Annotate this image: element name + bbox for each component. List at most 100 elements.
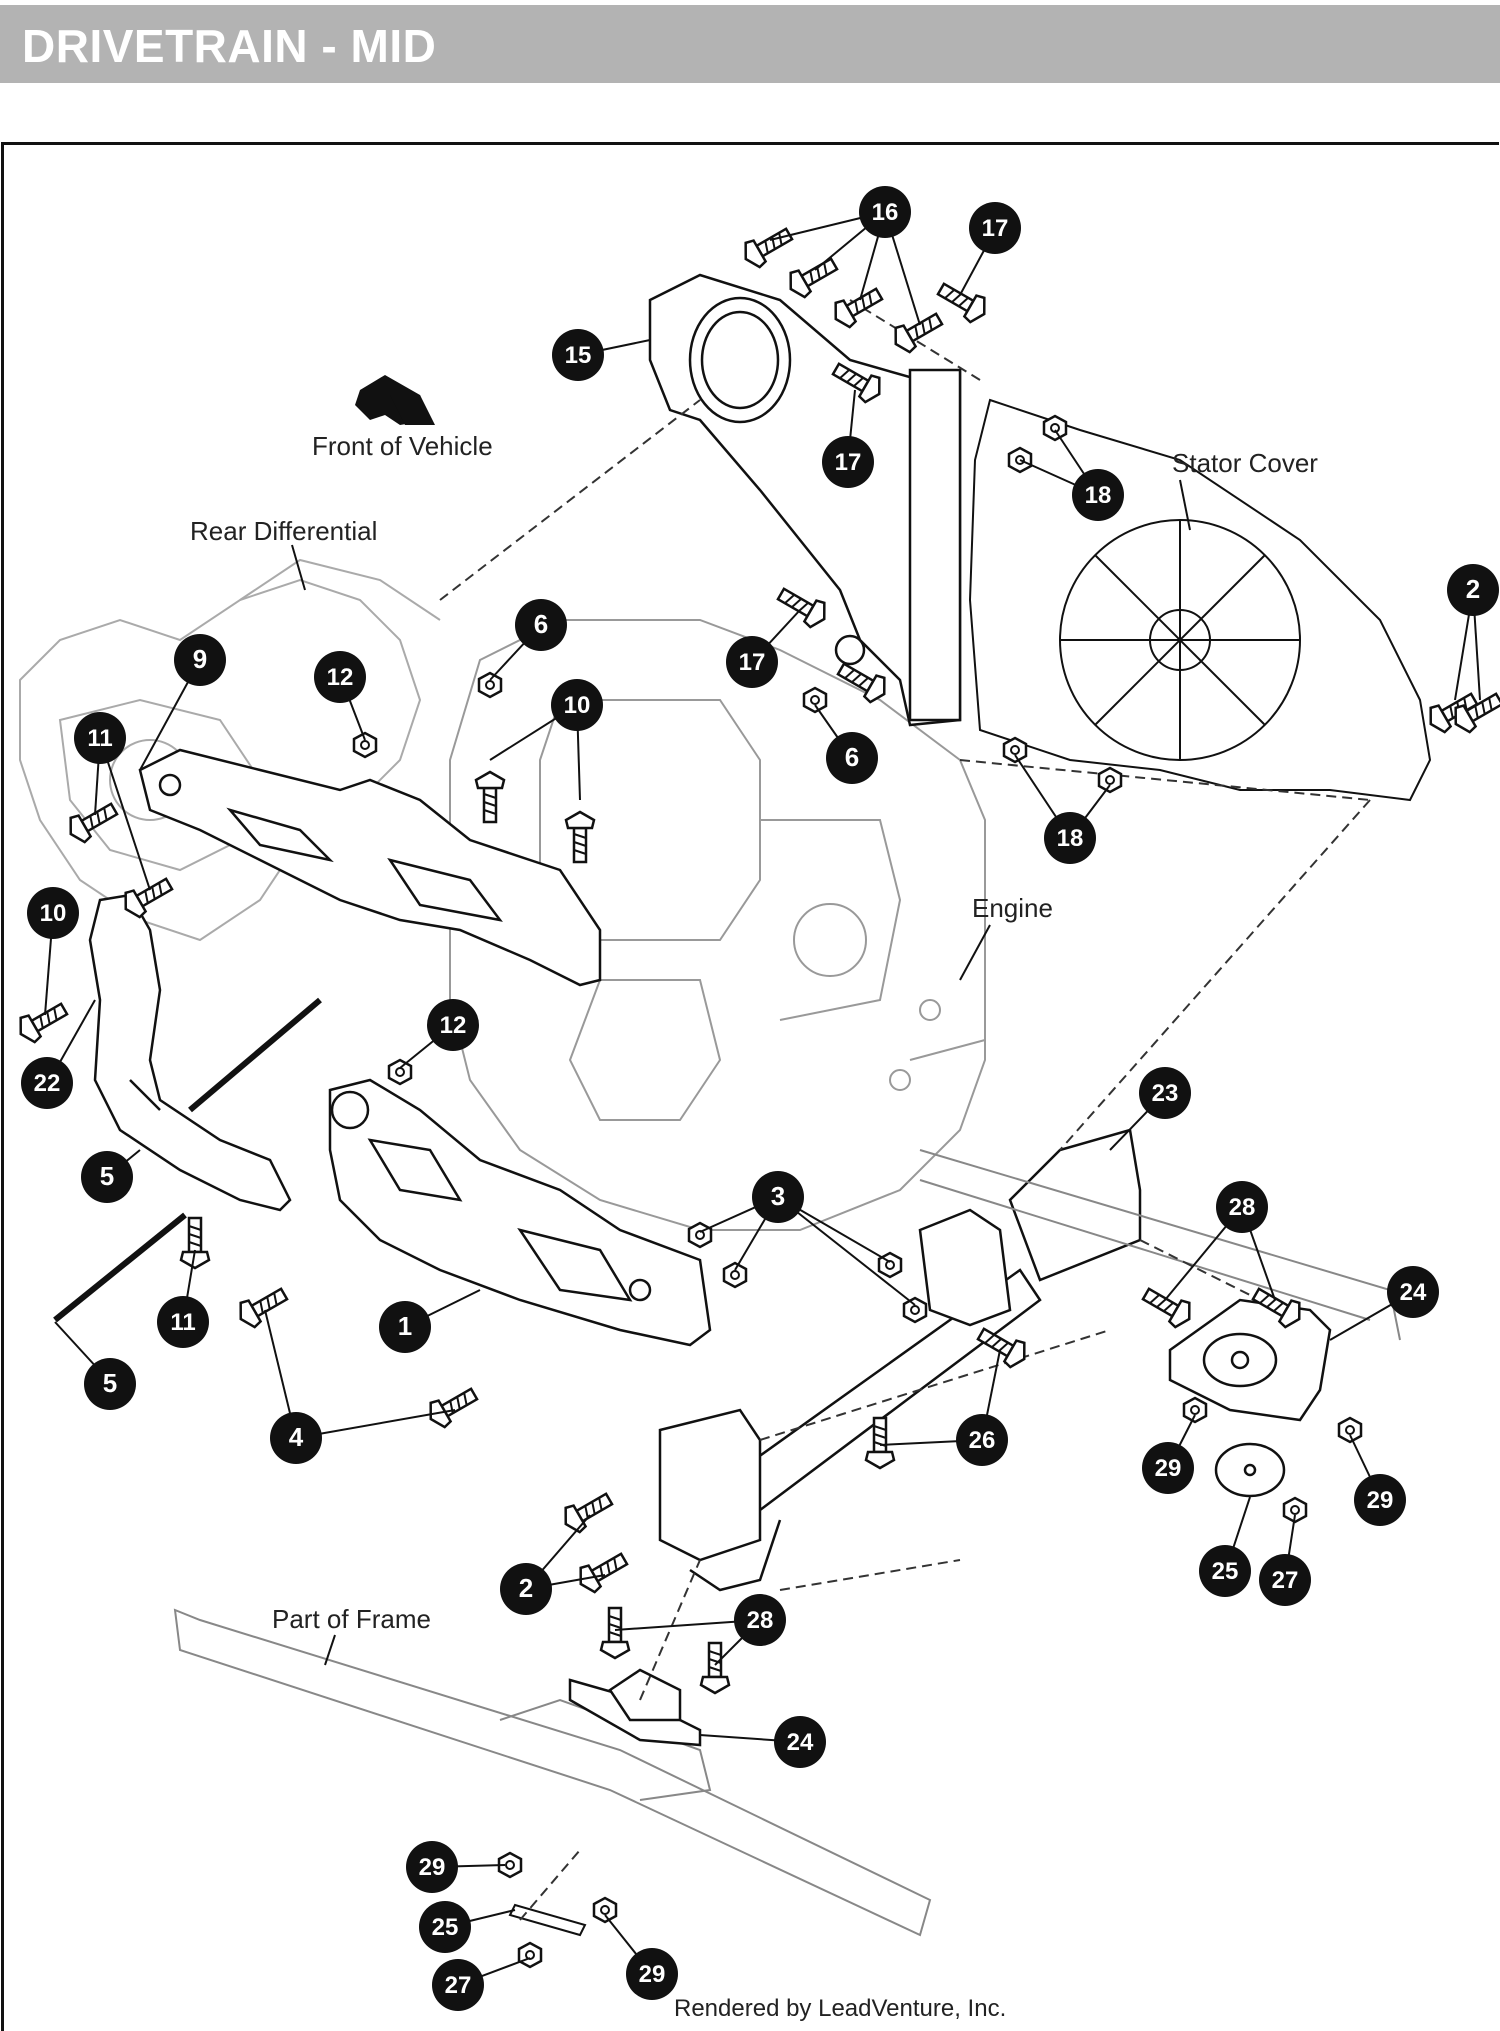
callout-circle: [406, 1841, 458, 1893]
bolt-17-a: [932, 275, 993, 328]
callout-11: 11: [74, 712, 126, 764]
callout-number: 22: [34, 1070, 61, 1097]
callout-circle: [1044, 812, 1096, 864]
callout-circle: [174, 634, 226, 686]
callout-number: 2: [519, 1573, 533, 1603]
callout-number: 15: [565, 342, 592, 369]
bolt-4-a: [232, 1280, 293, 1333]
callout-2: 2: [500, 1563, 552, 1615]
bolt-17-c: [772, 580, 833, 633]
callout-25: 25: [1199, 1545, 1251, 1597]
callout-circle: [726, 636, 778, 688]
page-title: DRIVETRAIN - MID: [22, 20, 437, 72]
callout-circle: [74, 712, 126, 764]
callout-circle: [270, 1412, 322, 1464]
callout-circle: [1387, 1266, 1439, 1318]
callout-5: 5: [81, 1151, 133, 1203]
callout-2: 2: [1447, 564, 1499, 616]
callout-number: 12: [440, 1012, 467, 1039]
bolt-28-a: [599, 1606, 631, 1660]
callout-number: 29: [1367, 1487, 1394, 1514]
callout-circle: [752, 1171, 804, 1223]
bolt-10-c: [12, 995, 73, 1048]
callout-circle: [969, 202, 1021, 254]
callout-circle: [1199, 1545, 1251, 1597]
callout-number: 10: [564, 692, 591, 719]
callout-circle: [626, 1948, 678, 2000]
callout-circle: [515, 599, 567, 651]
callout-number: 27: [1272, 1567, 1299, 1594]
callout-6: 6: [826, 732, 878, 784]
label-engine: Engine: [972, 893, 1053, 923]
bolt-2-d: [572, 1545, 633, 1598]
nut-18-c: [1002, 736, 1028, 764]
callout-circle: [859, 186, 911, 238]
bolt-28-c: [1137, 1280, 1198, 1333]
callout-10: 10: [551, 679, 603, 731]
callout-number: 11: [170, 1309, 195, 1336]
callout-17: 17: [969, 202, 1021, 254]
callout-4: 4: [270, 1412, 322, 1464]
callout-circle: [314, 651, 366, 703]
callout-circle: [822, 436, 874, 488]
callout-number: 18: [1085, 482, 1112, 509]
nut-27-b: [517, 1941, 543, 1969]
nut-3-d: [902, 1296, 928, 1324]
callout-circle: [379, 1301, 431, 1353]
callout-circle: [157, 1296, 209, 1348]
callout-number: 24: [1400, 1279, 1427, 1306]
rear-differential-outline: [19, 558, 441, 942]
callout-29: 29: [1142, 1442, 1194, 1494]
label-part-of-frame: Part of Frame: [272, 1604, 431, 1634]
nut-12-b: [387, 1058, 413, 1086]
callout-number: 29: [639, 1961, 666, 1988]
mount-bracket-15: [648, 273, 962, 727]
callout-circle: [1447, 564, 1499, 616]
engine-mount-24-right: [1168, 1298, 1332, 1422]
callout-23: 23: [1139, 1067, 1191, 1119]
bolt-11-c: [179, 1216, 211, 1270]
callout-number: 5: [100, 1161, 114, 1191]
callout-circle: [432, 1959, 484, 2011]
callout-circle: [84, 1358, 136, 1410]
callout-circle: [427, 999, 479, 1051]
callout-24: 24: [1387, 1266, 1439, 1318]
callout-number: 18: [1057, 825, 1084, 852]
callout-29: 29: [1354, 1474, 1406, 1526]
callout-circle: [21, 1057, 73, 1109]
nut-29-d: [592, 1896, 618, 1924]
callout-29: 29: [626, 1948, 678, 2000]
callout-1: 1: [379, 1301, 431, 1353]
diagram-frame: [1, 142, 1499, 2031]
callout-number: 6: [534, 609, 548, 639]
nut-6-a: [477, 671, 503, 699]
nut-18-a: [1042, 414, 1068, 442]
callout-28: 28: [1216, 1181, 1268, 1233]
callout-number: 10: [40, 900, 67, 927]
label-credit: Rendered by LeadVenture, Inc.: [674, 1995, 1006, 2022]
bolt-16-a: [737, 220, 798, 273]
callout-circle: [1142, 1442, 1194, 1494]
callout-number: 27: [445, 1972, 472, 1999]
callout-number: 17: [739, 649, 766, 676]
callout-circle: [1072, 469, 1124, 521]
nut-3-b: [722, 1261, 748, 1289]
callout-number: 29: [419, 1854, 446, 1881]
callout-17: 17: [822, 436, 874, 488]
label-leaders: [291, 479, 1191, 1666]
callout-28: 28: [734, 1594, 786, 1646]
callout-circle: [1139, 1067, 1191, 1119]
part-of-frame-rail: [173, 1149, 1401, 1937]
callout-number: 26: [969, 1427, 996, 1454]
nut-29-b: [1337, 1416, 1363, 1444]
callout-number: 3: [771, 1181, 785, 1211]
nut-3-a: [687, 1221, 713, 1249]
bolt-16-b: [782, 250, 843, 303]
callout-number: 25: [432, 1914, 459, 1941]
callout-22: 22: [21, 1057, 73, 1109]
callout-circle: [1216, 1181, 1268, 1233]
callout-26: 26: [956, 1414, 1008, 1466]
callout-9: 9: [174, 634, 226, 686]
label-front-of-vehicle: Front of Vehicle: [312, 431, 493, 461]
